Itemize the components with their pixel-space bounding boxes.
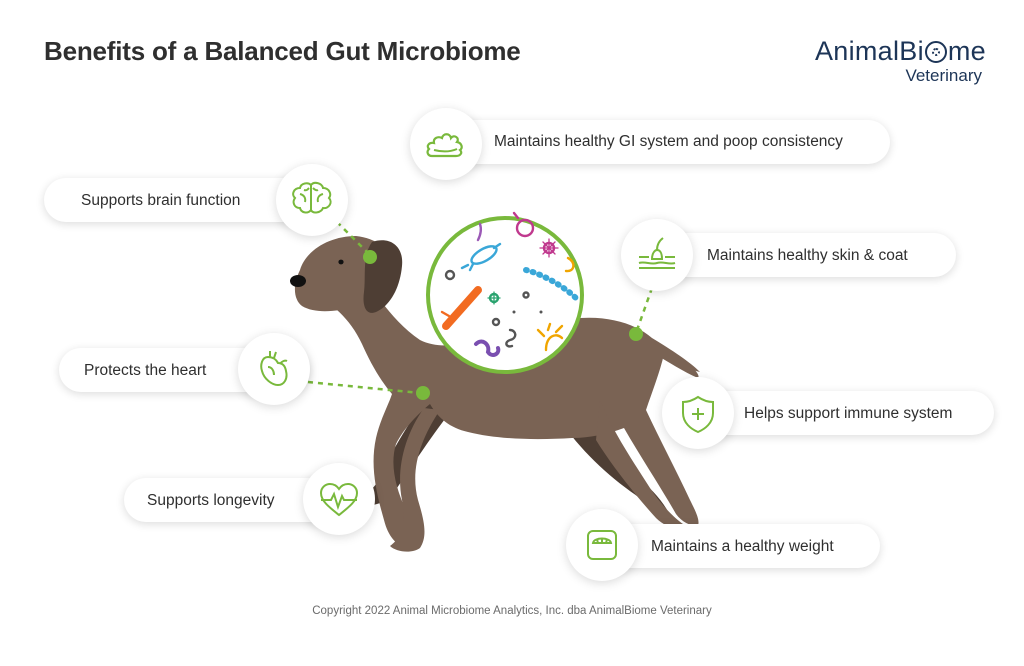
benefit-gi-card [420, 120, 890, 164]
benefit-skin-label: Maintains healthy skin & coat [707, 247, 908, 264]
logo-microbe-o-icon [924, 41, 947, 63]
benefit-brain-icon-badge [276, 164, 348, 236]
logo-text-start: AnimalBi [814, 36, 924, 66]
skin-hair-icon [638, 237, 676, 269]
benefit-heart-icon-badge [238, 333, 310, 405]
animalbiome-logo: AnimalBi me Veterinary [786, 36, 986, 86]
logo-subtitle: Veterinary [905, 66, 982, 85]
benefit-longevity-icon-badge [303, 463, 375, 535]
logo-text-end: me [947, 36, 986, 66]
heart-icon [260, 351, 288, 387]
benefit-heart-label: Protects the heart [84, 362, 207, 379]
shield-plus-icon [682, 395, 714, 434]
poop-icon [426, 133, 463, 158]
benefit-gi-label: Maintains healthy GI system and poop con… [494, 133, 843, 150]
logo-wordmark: AnimalBi me [786, 36, 986, 66]
connector-dots [363, 250, 643, 400]
benefit-immune-label: Helps support immune system [744, 405, 953, 422]
connector-lines [307, 221, 654, 395]
microbiome-circle [426, 211, 584, 374]
benefit-weight-icon-badge [566, 509, 638, 581]
copyright-notice: Copyright 2022 Animal Microbiome Analyti… [312, 605, 712, 617]
benefit-weight-label: Maintains a healthy weight [651, 538, 834, 555]
brain-icon [292, 181, 332, 214]
scale-icon [587, 530, 617, 560]
benefit-longevity-label: Supports longevity [147, 492, 275, 509]
heartbeat-icon [319, 482, 359, 517]
benefit-immune-icon-badge [662, 377, 734, 449]
benefit-skin-icon-badge [621, 219, 693, 291]
benefit-brain-label: Supports brain function [81, 192, 241, 209]
page-title: Benefits of a Balanced Gut Microbiome [44, 36, 521, 66]
benefit-gi-icon-badge [410, 108, 482, 180]
